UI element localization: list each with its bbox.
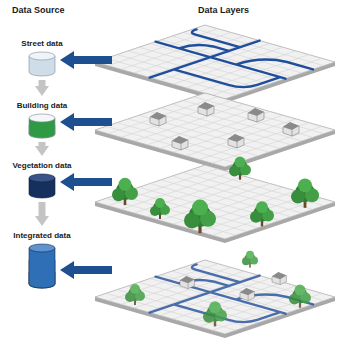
- street-lines: [95, 25, 335, 99]
- data-cylinder: Integrated data: [11, 228, 73, 289]
- source-label: Street data: [21, 39, 62, 49]
- source-label: Vegetation data: [12, 161, 71, 171]
- tree-icon: [150, 198, 170, 219]
- data-cylinder: Street data: [19, 36, 65, 77]
- cylinder-top: [29, 114, 55, 122]
- layer-arrow: [60, 51, 112, 69]
- house-icon: [198, 102, 214, 116]
- cylinder-symbol: [28, 51, 56, 77]
- tree-icon: [250, 201, 274, 226]
- source-label: Integrated data: [13, 231, 70, 241]
- street-lines: [95, 260, 335, 334]
- house-icon: [248, 108, 264, 122]
- flow-arrow: [39, 202, 46, 216]
- cylinder-top: [29, 244, 55, 252]
- tree-icon: [242, 251, 258, 268]
- layer-arrow: [60, 261, 112, 279]
- house-icon: [240, 288, 254, 301]
- data-cylinder: Vegetation data: [10, 158, 74, 199]
- tree-icon: [125, 284, 145, 305]
- column-heading: Data Source: [12, 5, 65, 16]
- tree-icon: [291, 178, 319, 207]
- flow-arrow: [39, 142, 46, 146]
- layer-arrow: [60, 113, 112, 131]
- cylinder-top: [29, 52, 55, 60]
- tree-icon: [289, 285, 311, 308]
- tree-icon: [229, 157, 251, 180]
- integrated-layer: [95, 260, 335, 338]
- column-heading: Data Layers: [198, 5, 249, 16]
- cylinder-symbol: [28, 173, 56, 199]
- house-icon: [180, 276, 194, 289]
- street-layer: [95, 25, 335, 103]
- tree-icon: [184, 200, 216, 234]
- vegetation-layer: [95, 165, 335, 243]
- tree-icon: [112, 178, 138, 205]
- flow-arrow: [39, 80, 46, 86]
- data-cylinder: Building data: [15, 98, 70, 139]
- house-icon: [228, 134, 244, 148]
- tree-icon: [203, 301, 227, 326]
- house-icon: [283, 122, 299, 136]
- house-icon: [272, 272, 286, 285]
- cylinder-top: [29, 174, 55, 182]
- house-icon: [150, 112, 166, 126]
- cylinder-symbol: [28, 113, 56, 139]
- source-label: Building data: [17, 101, 68, 111]
- house-icon: [172, 136, 188, 150]
- building-layer: [95, 93, 335, 171]
- cylinder-band: [29, 248, 55, 288]
- cylinder-symbol: [28, 243, 56, 289]
- layer-arrow: [60, 173, 112, 191]
